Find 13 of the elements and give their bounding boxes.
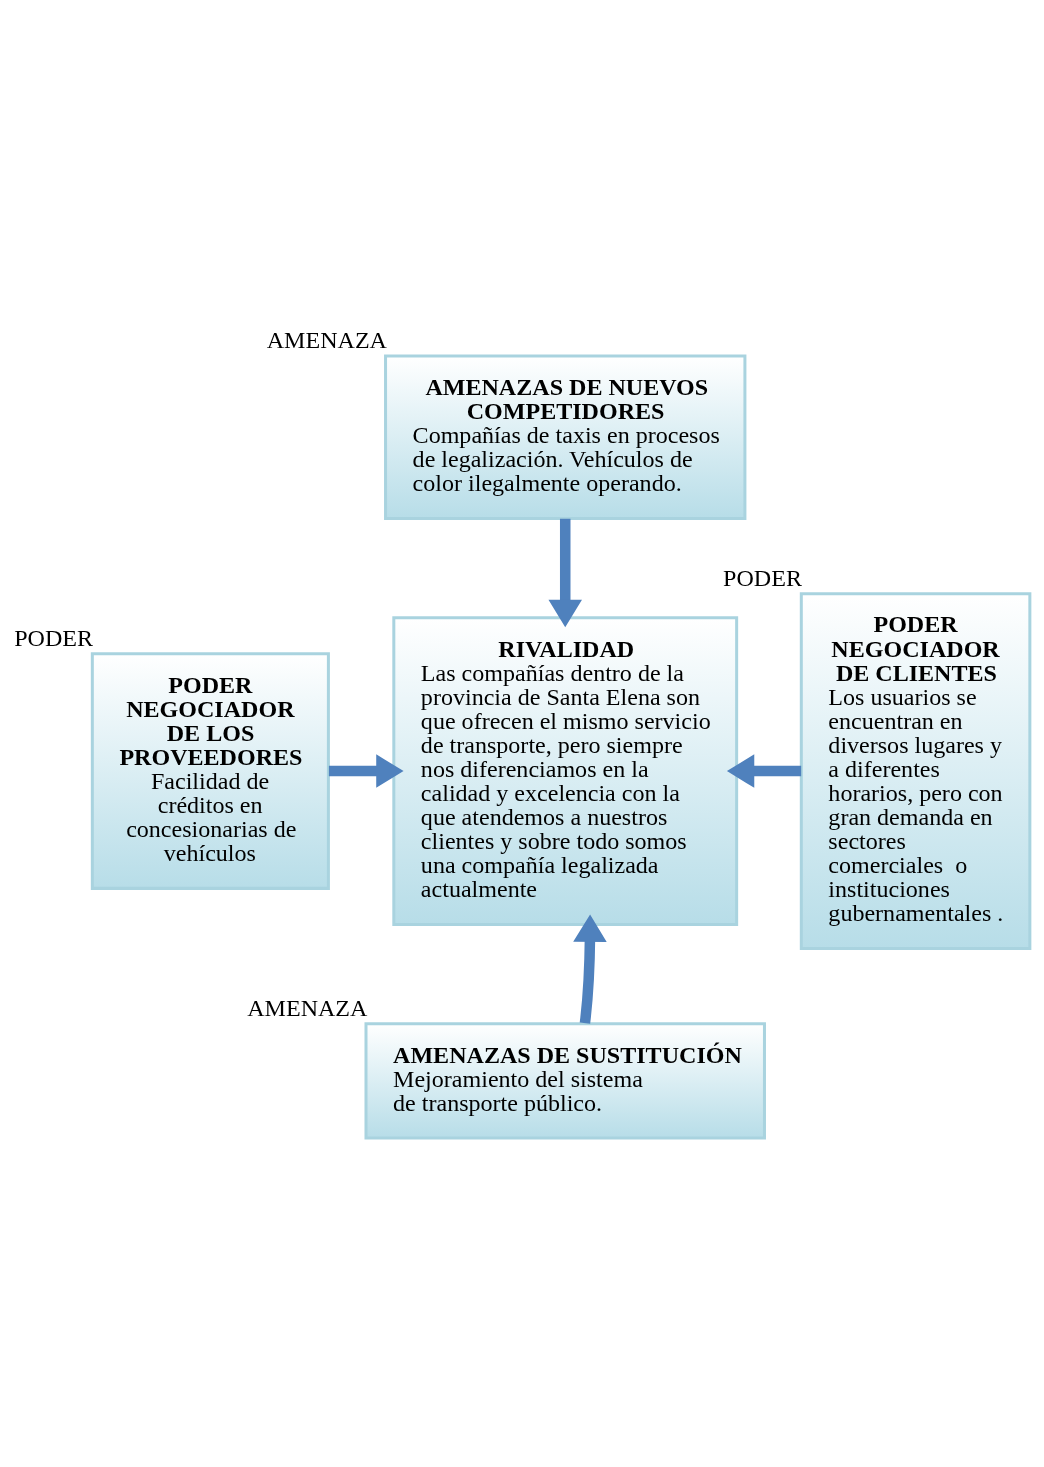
node-label: AMENAZA <box>247 994 368 1021</box>
node-box: PODER NEGOCIADOR DE CLIENTES Los usuarios se encuentran en diversos lugares y a diferentes horarios, pero con gran demanda en sectores comerciales o instituciones gubernamentales . <box>799 592 1032 951</box>
arrow <box>726 754 802 788</box>
node-label: AMENAZA <box>266 327 387 354</box>
node-box: PODER NEGOCIADOR DE LOS PROVEEDORES Facilidad de créditos en concesionarias de vehículos <box>90 652 330 890</box>
node-label: PODER <box>14 624 93 651</box>
node-box: RIVALIDAD Las compañías dentro de la provincia de Santa Elena son que ofrecen el mismo servicio de transporte, pero siempre nos diferenciamos en la calidad y excelencia con la que atendemos a nuestros clientes y sobre todo somos una compañía legalizada actualmente <box>392 616 739 926</box>
node-box: AMENAZAS DE SUSTITUCIÓN Mejoramiento del sistema de transporte público. <box>364 1022 766 1140</box>
arrow <box>573 914 607 1024</box>
node-label: PODER <box>723 564 802 591</box>
arrow <box>548 518 582 628</box>
node-box: AMENAZAS DE NUEVOS COMPETIDORES Compañías de taxis en procesos de legalización. Vehículos de color ilegalmente operando. <box>384 354 747 520</box>
arrow <box>328 754 404 788</box>
